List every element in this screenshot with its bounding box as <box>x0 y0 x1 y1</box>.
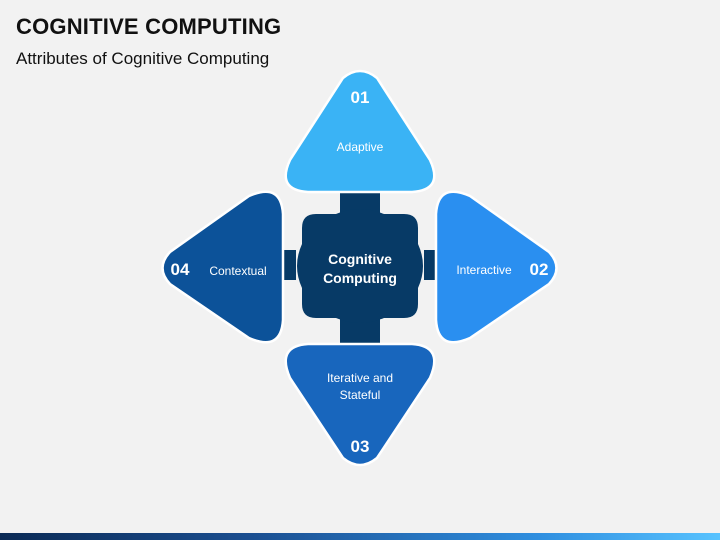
attribute-02-shape <box>434 190 558 344</box>
attribute-01-label: Adaptive <box>337 140 384 154</box>
attribute-03-shape <box>284 342 436 467</box>
attribute-04-number: 04 <box>171 260 190 279</box>
attribute-04-label: Contextual <box>209 264 266 278</box>
center-label-line1: Cognitive <box>328 251 392 267</box>
center-label-line2: Computing <box>323 270 397 286</box>
attribute-04-contextual: 04 Contextual <box>161 190 285 344</box>
slide-subtitle: Attributes of Cognitive Computing <box>16 49 270 68</box>
attribute-04-shape <box>161 190 285 344</box>
attribute-02-interactive: Interactive 02 <box>434 190 558 344</box>
attribute-01-shape <box>284 69 436 194</box>
attribute-01-number: 01 <box>351 88 370 107</box>
attribute-03-label-line2: Stateful <box>340 388 381 402</box>
attribute-03-label-line1: Iterative and <box>327 371 393 385</box>
attribute-03-iterative-stateful: Iterative and Stateful 03 <box>284 342 436 467</box>
attribute-02-label: Interactive <box>456 263 512 277</box>
attribute-03-number: 03 <box>351 437 370 456</box>
center-shape <box>297 209 423 323</box>
attribute-02-number: 02 <box>530 260 549 279</box>
bottom-accent-bar <box>0 533 720 540</box>
attribute-01-adaptive: 01 Adaptive <box>284 69 436 194</box>
slide-title: COGNITIVE COMPUTING <box>16 14 282 39</box>
center-node: Cognitive Computing <box>297 209 423 323</box>
